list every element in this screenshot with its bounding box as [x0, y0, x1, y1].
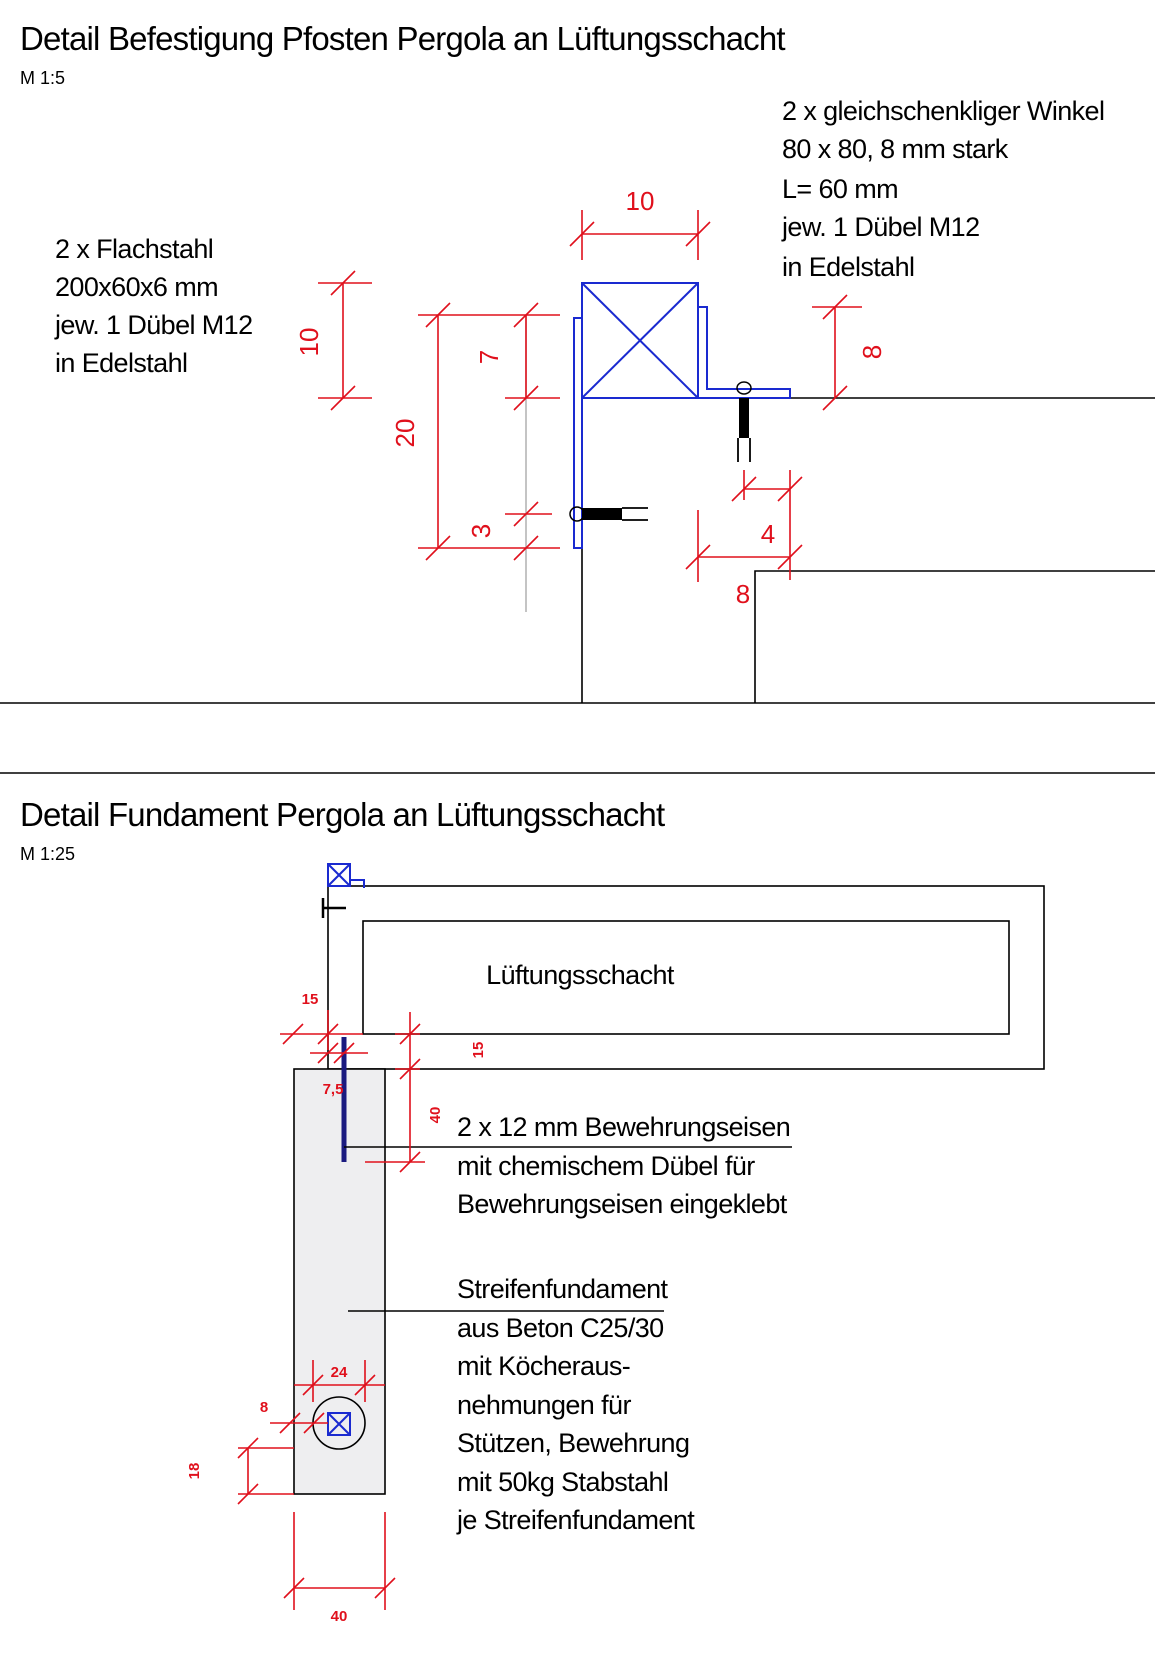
- dim-right-height: 8: [857, 345, 887, 359]
- dim-rebar-depth: 40: [427, 1107, 444, 1124]
- dim-socket-height: 18: [186, 1463, 203, 1480]
- svg-text:in Edelstahl: in Edelstahl: [55, 348, 187, 378]
- dim-offset: 4: [761, 519, 775, 549]
- detail-1: Detail Befestigung Pfosten Pergola an Lü…: [0, 20, 1155, 704]
- dimension-lines-2: [237, 1010, 425, 1610]
- svg-text:mit chemischem Dübel für: mit chemischem Dübel für: [457, 1151, 755, 1181]
- note-rebar: 2 x 12 mm Bewehrungseisen mit chemischem…: [457, 1112, 791, 1219]
- detail-1-title: Detail Befestigung Pfosten Pergola an Lü…: [20, 20, 785, 57]
- svg-text:2 x 12 mm Bewehrungseisen: 2 x 12 mm Bewehrungseisen: [457, 1112, 790, 1142]
- svg-text:Bewehrungseisen eingeklebt: Bewehrungseisen eingeklebt: [457, 1189, 788, 1219]
- pergola-post: [581, 282, 699, 399]
- dim-left-height: 10: [294, 328, 324, 357]
- post-plan: [321, 863, 365, 918]
- detail-2-title: Detail Fundament Pergola an Lüftungsscha…: [20, 796, 665, 833]
- detail-2: Detail Fundament Pergola an Lüftungsscha…: [20, 796, 1045, 1625]
- svg-text:2 x gleichschenkliger Winkel: 2 x gleichschenkliger Winkel: [782, 96, 1104, 126]
- svg-text:200x60x6 mm: 200x60x6 mm: [55, 272, 218, 302]
- dim-upper: 7: [474, 350, 504, 364]
- note-foundation: Streifenfundament aus Beton C25/30 mit K…: [456, 1274, 696, 1535]
- svg-text:jew. 1 Dübel M12: jew. 1 Dübel M12: [54, 310, 253, 340]
- dim-wall-left: 15: [302, 991, 319, 1008]
- svg-text:L= 60 mm: L= 60 mm: [782, 174, 898, 204]
- svg-text:80 x 80, 8 mm stark: 80 x 80, 8 mm stark: [782, 134, 1009, 164]
- dim-socket: 24: [331, 1364, 348, 1381]
- rebar: [341, 1037, 792, 1162]
- dim-wall-right: 15: [470, 1042, 487, 1059]
- angle-bracket: [698, 306, 791, 399]
- svg-text:nehmungen für: nehmungen für: [457, 1390, 631, 1420]
- svg-text:Streifenfundament: Streifenfundament: [457, 1274, 669, 1304]
- svg-text:je Streifenfundament: je Streifenfundament: [456, 1505, 695, 1535]
- flat-steel: [573, 317, 583, 549]
- dim-width: 40: [331, 1608, 348, 1625]
- shaft-label: Lüftungsschacht: [486, 960, 675, 990]
- dimension-lines-1: [318, 210, 862, 582]
- dim-socket-offset: 8: [260, 1399, 268, 1416]
- dim-top: 10: [626, 186, 655, 216]
- svg-text:mit 50kg Stabstahl: mit 50kg Stabstahl: [457, 1467, 668, 1497]
- dim-lower: 3: [466, 524, 496, 538]
- detail-2-scale: M 1:25: [20, 844, 75, 864]
- anchor-vertical: [736, 381, 752, 462]
- svg-text:jew. 1 Dübel M12: jew. 1 Dübel M12: [781, 212, 980, 242]
- note-angle-bracket: 2 x gleichschenkliger Winkel 80 x 80, 8 …: [781, 96, 1105, 282]
- dim-overall: 20: [390, 419, 420, 448]
- svg-text:in Edelstahl: in Edelstahl: [782, 252, 914, 282]
- detail-1-scale: M 1:5: [20, 68, 65, 88]
- anchor-horizontal: [569, 506, 648, 522]
- note-flat-steel: 2 x Flachstahl 200x60x6 mm jew. 1 Dübel …: [54, 234, 253, 378]
- svg-text:mit Köcheraus-: mit Köcheraus-: [457, 1351, 630, 1381]
- dim-edge: 7,5: [323, 1081, 344, 1098]
- ventilation-shaft: Lüftungsschacht: [327, 885, 1045, 1070]
- dim-step: 8: [736, 579, 750, 609]
- svg-text:Stützen, Bewehrung: Stützen, Bewehrung: [457, 1428, 689, 1458]
- svg-text:2 x Flachstahl: 2 x Flachstahl: [55, 234, 213, 264]
- svg-text:aus Beton C25/30: aus Beton C25/30: [457, 1313, 664, 1343]
